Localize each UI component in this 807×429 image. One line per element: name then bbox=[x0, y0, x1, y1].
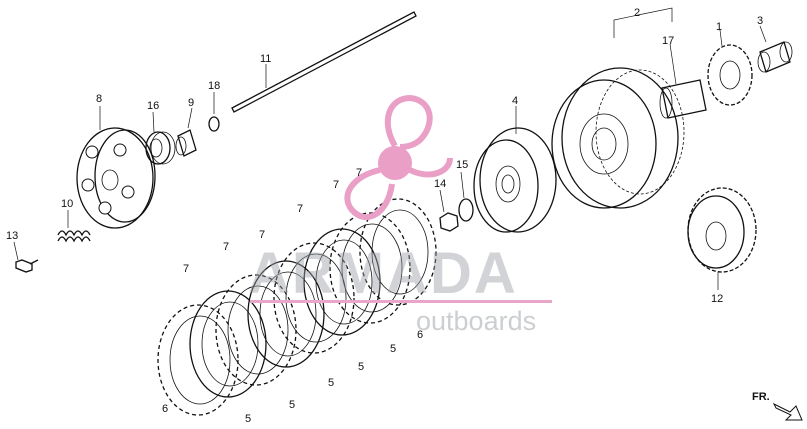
front-direction-label: FR. bbox=[752, 391, 770, 403]
callout-16: 16 bbox=[147, 100, 159, 112]
bolt-part-13 bbox=[15, 259, 39, 273]
leader-lines bbox=[13, 7, 767, 290]
lock-nut-part-14 bbox=[439, 212, 459, 232]
propeller-logo bbox=[344, 94, 453, 221]
callout-3: 3 bbox=[757, 15, 763, 27]
front-direction-indicator: FR. bbox=[752, 391, 803, 421]
callout-6: 6 bbox=[417, 329, 423, 341]
callout-11: 11 bbox=[260, 53, 271, 65]
clutch-center-part-4 bbox=[473, 127, 557, 233]
sprocket-part-1 bbox=[707, 44, 753, 106]
callout-4: 4 bbox=[512, 95, 518, 107]
callout-labels: 1 2 3 17 4 8 16 9 18 11 15 14 10 13 12 7… bbox=[6, 7, 763, 425]
clutch-outer-part-2 bbox=[551, 67, 685, 209]
callout-7: 7 bbox=[183, 263, 189, 275]
callout-6: 6 bbox=[162, 403, 168, 415]
callout-13: 13 bbox=[6, 230, 18, 242]
callout-9: 9 bbox=[188, 97, 194, 109]
lifter-rod-part-11 bbox=[231, 11, 417, 113]
lifter-piece-part-9 bbox=[175, 129, 197, 157]
front-arrow-icon bbox=[772, 402, 803, 421]
callout-7: 7 bbox=[259, 229, 265, 241]
callout-7: 7 bbox=[333, 179, 339, 191]
callout-12: 12 bbox=[711, 293, 723, 305]
watermark-brand-text: ARMADA bbox=[248, 241, 518, 306]
bearing-part-16 bbox=[145, 131, 176, 165]
callout-8: 8 bbox=[96, 93, 102, 105]
callout-5: 5 bbox=[245, 413, 251, 425]
pressure-plate-part-8 bbox=[76, 127, 156, 229]
callout-7: 7 bbox=[356, 167, 362, 179]
watermark: ARMADA outboards bbox=[248, 94, 552, 336]
washer-part-15 bbox=[458, 198, 474, 222]
callout-5: 5 bbox=[328, 377, 334, 389]
spring-part-10 bbox=[57, 230, 91, 243]
callout-5: 5 bbox=[390, 343, 396, 355]
snap-ring-part-18 bbox=[208, 116, 220, 132]
callout-7: 7 bbox=[297, 203, 303, 215]
callout-14: 14 bbox=[434, 178, 446, 190]
callout-7: 7 bbox=[223, 241, 229, 253]
callout-18: 18 bbox=[208, 80, 220, 92]
needle-bearing-part-17 bbox=[659, 79, 707, 119]
callout-1: 1 bbox=[716, 21, 722, 33]
watermark-tagline-text: outboards bbox=[416, 306, 536, 336]
callout-15: 15 bbox=[456, 159, 468, 171]
primary-gear-part-12 bbox=[687, 187, 757, 273]
callout-10: 10 bbox=[61, 198, 73, 210]
watermark-underline bbox=[250, 300, 552, 303]
collar-part-3 bbox=[757, 41, 793, 73]
clutch-plate-stack bbox=[157, 198, 437, 416]
callout-17: 17 bbox=[662, 35, 674, 47]
callout-5: 5 bbox=[358, 361, 364, 373]
callout-2: 2 bbox=[634, 7, 640, 19]
callout-5: 5 bbox=[289, 399, 295, 411]
